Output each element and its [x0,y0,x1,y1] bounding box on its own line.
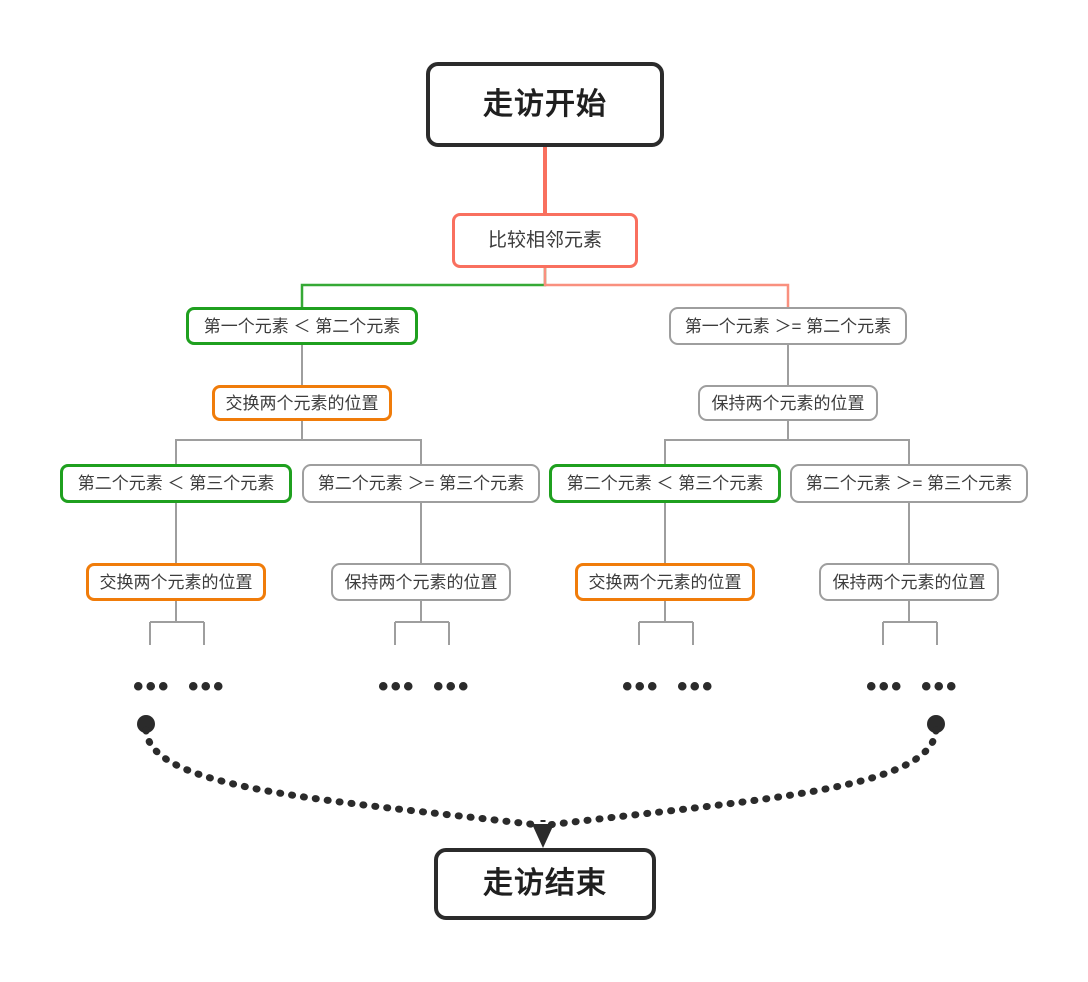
arrowhead-icon [532,824,554,848]
node-end-label: 走访结束 [483,867,607,900]
node-cond-second-ge-third-b-label: 第二个元素 ＞= 第三个元素 [317,474,525,493]
edge-stub-fork-c [638,601,694,645]
node-action-keep-l2-d-label: 保持两个元素的位置 [832,572,986,592]
edge-stub-fork-a [149,601,205,645]
node-cond-second-ge-third-d[interactable]: 第二个元素 ＞= 第三个元素 [790,464,1028,503]
edge-right-loop-to-end [544,726,940,829]
node-cond-second-ge-third-b[interactable]: 第二个元素 ＞= 第三个元素 [302,464,540,503]
node-action-swap-l2-c-label: 交换两个元素的位置 [588,572,742,592]
node-cond-second-ge-third-d-label: 第二个元素 ＞= 第三个元素 [805,474,1013,493]
edge-stub-fork-b [394,601,450,645]
edge-swap-to-cond-b [301,421,422,464]
node-start[interactable]: 走访开始 [426,62,664,147]
edge-keep-to-cond-c [664,421,789,464]
node-compare-adjacent-label: 比较相邻元素 [487,230,602,251]
edge-keep-to-cond-d [787,421,910,464]
edge-compare-to-false [543,268,790,307]
node-compare-adjacent[interactable]: 比较相邻元素 [452,213,638,268]
node-cond-second-lt-third-c-label: 第二个元素 ＜ 第三个元素 [566,474,764,493]
edge-compare-to-true [300,268,547,307]
node-action-swap-l2-a[interactable]: 交换两个元素的位置 [86,563,266,601]
edge-stub-fork-d [882,601,938,645]
node-action-swap-l1[interactable]: 交换两个元素的位置 [212,385,392,421]
edge-swap-to-cond-a [175,421,303,464]
node-action-swap-l2-a-label: 交换两个元素的位置 [99,572,253,592]
ellipsis-marker: ••• [433,670,471,703]
node-cond-first-ge-second[interactable]: 第一个元素 ＞= 第二个元素 [669,307,907,345]
dotted-edge-start-dot-right [927,715,945,733]
ellipsis-marker: ••• [378,670,416,703]
node-action-keep-l2-b[interactable]: 保持两个元素的位置 [331,563,511,601]
ellipsis-marker: ••• [622,670,660,703]
edge-left-loop-to-end [142,726,542,829]
ellipsis-marker: ••• [866,670,904,703]
node-action-keep-l1[interactable]: 保持两个元素的位置 [698,385,878,421]
node-action-swap-l1-label: 交换两个元素的位置 [225,393,379,413]
node-action-keep-l2-d[interactable]: 保持两个元素的位置 [819,563,999,601]
node-end[interactable]: 走访结束 [434,848,656,920]
dotted-edge-start-dot-left [137,715,155,733]
node-cond-second-lt-third-a[interactable]: 第二个元素 ＜ 第三个元素 [60,464,292,503]
node-cond-second-lt-third-c[interactable]: 第二个元素 ＜ 第三个元素 [549,464,781,503]
node-start-label: 走访开始 [483,87,607,121]
node-action-keep-l2-b-label: 保持两个元素的位置 [344,572,498,592]
node-action-swap-l2-c[interactable]: 交换两个元素的位置 [575,563,755,601]
ellipsis-marker: ••• [133,670,171,703]
ellipsis-marker: ••• [188,670,226,703]
node-cond-first-lt-second[interactable]: 第一个元素 ＜ 第二个元素 [186,307,418,345]
ellipsis-marker: ••• [921,670,959,703]
node-action-keep-l1-label: 保持两个元素的位置 [711,393,865,413]
node-cond-second-lt-third-a-label: 第二个元素 ＜ 第三个元素 [77,474,275,493]
node-cond-first-ge-second-label: 第一个元素 ＞= 第二个元素 [684,316,892,336]
ellipsis-marker: ••• [677,670,715,703]
node-cond-first-lt-second-label: 第一个元素 ＜ 第二个元素 [203,316,401,336]
